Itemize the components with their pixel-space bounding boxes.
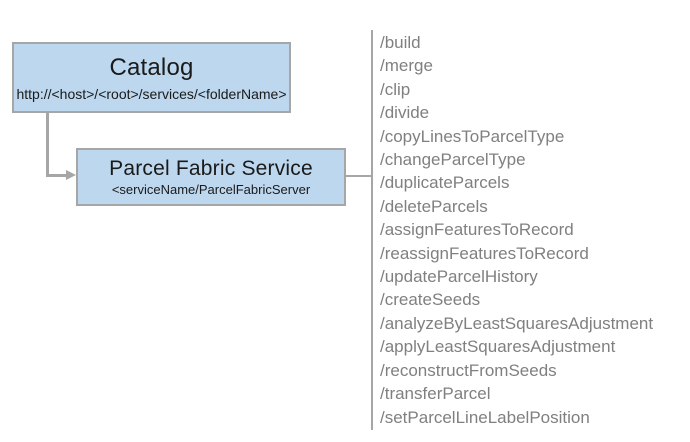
operation-list-item[interactable]: /clip	[380, 79, 411, 99]
operation-list-item[interactable]: /analyzeByLeastSquaresAdjustment	[380, 313, 654, 333]
operation-list-item[interactable]: /merge	[380, 56, 433, 76]
parcel-fabric-service-node[interactable]: Parcel Fabric Service <serviceName/Parce…	[76, 148, 346, 206]
operation-list-item[interactable]: /transferParcel	[380, 384, 491, 404]
operation-list-item[interactable]: /setParcelLineLabelPosition	[380, 407, 590, 427]
operation-list-item[interactable]: /copyLinesToParcelType	[380, 126, 565, 146]
catalog-node-url: http://<host>/<root>/services/<folderNam…	[16, 86, 287, 102]
operation-list-item[interactable]: /deleteParcels	[380, 196, 488, 216]
catalog-node[interactable]: Catalog http://<host>/<root>/services/<f…	[12, 42, 291, 113]
operations-list: /build/merge/clip/divide/copyLinesToParc…	[380, 31, 680, 429]
connector-catalog-to-service-horizontal	[46, 174, 68, 177]
operations-divider	[371, 30, 373, 430]
operation-list-item[interactable]: /applyLeastSquaresAdjustment	[380, 337, 616, 357]
parcel-fabric-service-node-path: <serviceName/ParcelFabricServer	[111, 182, 311, 197]
catalog-node-title: Catalog	[109, 54, 194, 81]
operation-list-item[interactable]: /assignFeaturesToRecord	[380, 220, 574, 240]
operation-list-item[interactable]: /createSeeds	[380, 290, 481, 310]
connector-service-to-operations	[346, 175, 373, 177]
parcel-fabric-service-node-title: Parcel Fabric Service	[109, 157, 313, 180]
operation-list-item[interactable]: /reconstructFromSeeds	[380, 360, 557, 380]
operation-list-item[interactable]: /changeParcelType	[380, 150, 526, 170]
connector-catalog-to-service-vertical	[46, 113, 49, 177]
operation-list-item[interactable]: /reassignFeaturesToRecord	[380, 243, 589, 263]
operation-list-item[interactable]: /updateParcelHistory	[380, 267, 538, 287]
arrow-right-icon	[66, 170, 76, 180]
operation-list-item[interactable]: /divide	[380, 103, 430, 123]
operation-list-item[interactable]: /duplicateParcels	[380, 173, 510, 193]
operation-list-item[interactable]: /build	[380, 33, 421, 52]
